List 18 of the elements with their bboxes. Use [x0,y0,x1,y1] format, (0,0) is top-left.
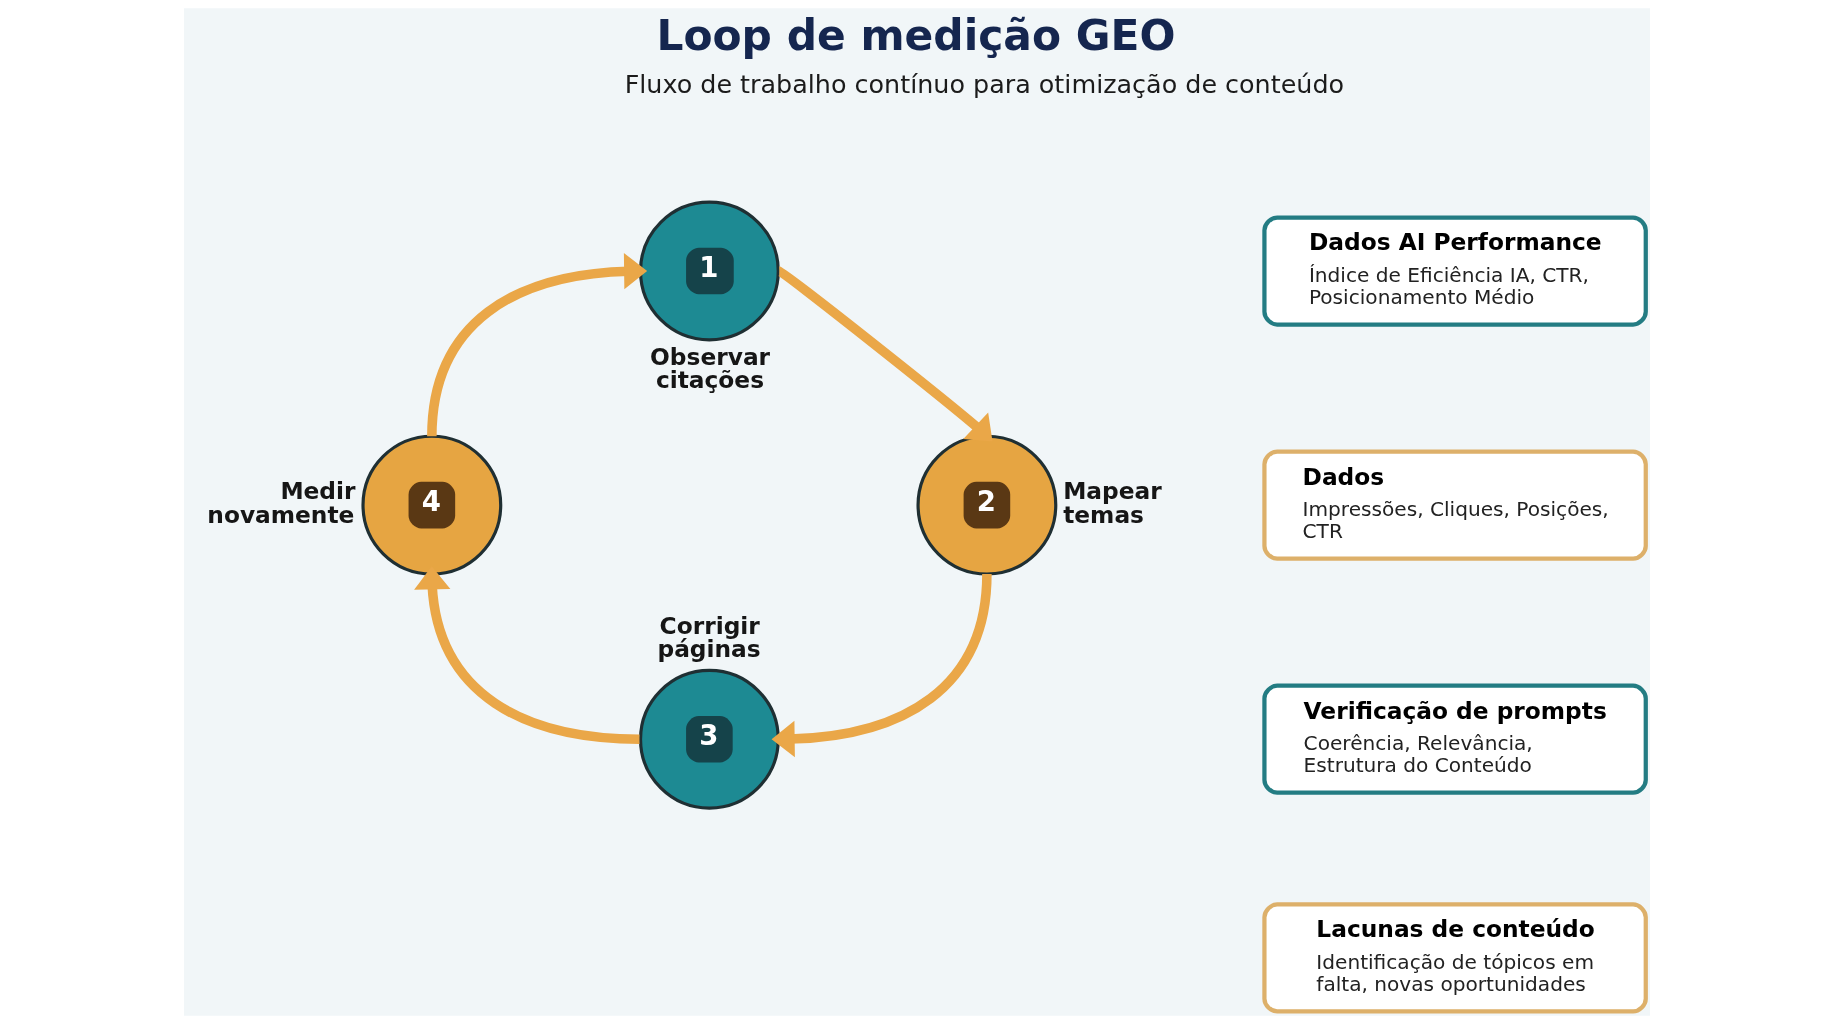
node-label: Medir novamente [207,477,356,528]
arrow [776,267,993,442]
node-box: Dados Impressões, Cliques, Posições, CTR [1262,449,1648,561]
node-circle: 1 [638,200,780,342]
diagram-title: Loop de medição GEO [656,10,1176,60]
arrow [414,566,640,744]
node-label: Observar citações [650,342,771,394]
node-box: Dados AI Performance Índice de Eficiência IA, CTR, Posicionamento Médio [1262,215,1648,327]
node-circle: 2 [916,434,1058,576]
arrow [427,253,648,437]
node-box: Lacunas de conteúdo Identificação de tópicos em falta, novas oportunidades [1262,902,1648,1014]
node-circle: 3 [638,668,780,810]
node-label: Mapear temas [1063,477,1162,528]
node-circle: 4 [361,434,503,576]
label: Fluxo de trabalho contínuo para otimização de conteúdo [624,69,1345,100]
arrow [771,573,992,758]
node-label: Corrigir páginas [657,611,761,663]
node-box: Verificação de prompts Coerência, Relevância, Estrutura do Conteúdo [1262,683,1648,795]
